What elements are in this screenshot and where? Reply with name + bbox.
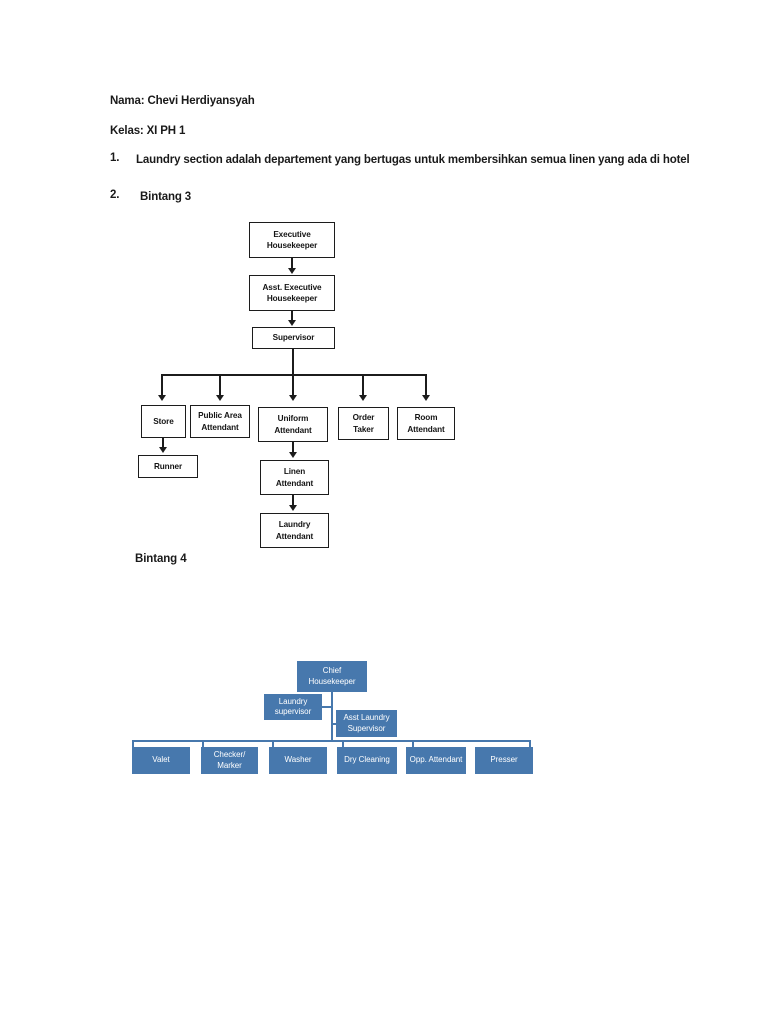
node-label-line-2: Attendant xyxy=(428,755,463,765)
node-label-line-2: Taker xyxy=(353,424,374,434)
node-store: Store xyxy=(141,405,186,438)
node-washer: Washer xyxy=(269,747,327,774)
class-line: Kelas: XI PH 1 xyxy=(110,125,186,137)
list-item-text: Laundry section adalah departement yang … xyxy=(136,154,690,166)
node-laundry-supervisor: Laundry supervisor xyxy=(264,694,322,720)
arrow-down-icon xyxy=(359,395,367,401)
node-label-line-2: Attendant xyxy=(274,425,312,435)
node-checker-marker: Checker/ Marker xyxy=(201,747,258,774)
connector xyxy=(161,374,163,398)
connector xyxy=(219,374,221,398)
node-valet: Valet xyxy=(132,747,190,774)
arrow-down-icon xyxy=(158,395,166,401)
node-label-line-2: Housekeeper xyxy=(308,676,356,686)
node-label-line-1: Supervisor xyxy=(272,333,315,343)
node-label-line-2: supervisor xyxy=(274,707,312,716)
connector xyxy=(529,740,531,748)
connector xyxy=(292,349,294,375)
node-label-line-1: Valet xyxy=(152,755,170,765)
node-label-line-1: Linen xyxy=(283,467,306,476)
node-label-line-1: Public Area xyxy=(198,411,242,420)
node-laundry-attendant: Laundry Attendant xyxy=(260,513,329,548)
node-label-line-1: Order xyxy=(352,413,375,422)
node-supervisor: Supervisor xyxy=(252,327,335,349)
connector xyxy=(362,374,364,398)
list-item-number: 1. xyxy=(110,152,120,164)
node-asst-laundry-supervisor: Asst Laundry Supervisor xyxy=(336,710,397,737)
node-label-line-1: Checker/ xyxy=(213,750,246,759)
list-item: 2. Bintang 3 xyxy=(110,189,410,205)
arrow-down-icon xyxy=(422,395,430,401)
arrow-down-icon xyxy=(289,505,297,511)
connector-bus xyxy=(161,374,427,376)
node-label-line-1: Asst Laundry xyxy=(343,713,390,722)
node-label-line-2: Supervisor xyxy=(347,723,386,733)
arrow-down-icon xyxy=(289,395,297,401)
node-public-area-attendant: Public Area Attendant xyxy=(190,405,250,438)
list-item: 1. Laundry section adalah departement ya… xyxy=(110,152,690,168)
node-label-line-1: Store xyxy=(153,416,174,426)
list-item-text: Bintang 3 xyxy=(140,191,192,203)
node-label-line-2: Attendant xyxy=(201,422,239,432)
node-label-line-2: Attendant xyxy=(407,424,445,434)
node-label-line-1: Room xyxy=(414,413,438,422)
node-room-attendant: Room Attendant xyxy=(397,407,455,440)
connector xyxy=(331,723,339,725)
node-dry-cleaning: Dry Cleaning xyxy=(337,747,397,774)
node-opp-attendant: Opp. Attendant xyxy=(406,747,466,774)
node-label-line-2: Attendant xyxy=(275,478,314,488)
node-order-taker: Order Taker xyxy=(338,407,389,440)
arrow-down-icon xyxy=(159,447,167,453)
student-name-line: Nama: Chevi Herdiyansyah xyxy=(110,95,255,107)
section-label-bintang-4: Bintang 4 xyxy=(135,553,187,565)
node-label-line-1: Washer xyxy=(284,755,312,765)
arrow-down-icon xyxy=(216,395,224,401)
connector xyxy=(292,374,294,398)
connector xyxy=(322,706,332,708)
connector xyxy=(291,311,293,324)
node-chief-housekeeper: Chief Housekeeper xyxy=(297,661,367,692)
node-label-line-1: Laundry xyxy=(278,696,308,706)
connector xyxy=(272,740,274,748)
node-linen-attendant: Linen Attendant xyxy=(260,460,329,495)
node-runner: Runner xyxy=(138,455,198,478)
connector xyxy=(292,495,294,509)
node-uniform-attendant: Uniform Attendant xyxy=(258,407,328,442)
node-label-line-1: Uniform xyxy=(277,414,309,423)
node-label-line-1: Executive xyxy=(273,229,311,239)
connector-spine xyxy=(331,692,333,742)
node-label-line-2: Marker xyxy=(217,760,242,770)
node-label-line-2: Housekeeper xyxy=(266,294,318,303)
node-label-line-1: Opp. xyxy=(409,755,427,765)
connector xyxy=(291,258,293,272)
node-presser: Presser xyxy=(475,747,533,774)
node-executive-housekeeper: Executive Housekeeper xyxy=(249,222,335,258)
arrow-down-icon xyxy=(288,320,296,326)
connector xyxy=(162,438,164,450)
connector xyxy=(202,740,204,748)
list-item-number: 2. xyxy=(110,189,120,201)
node-label-line-1: Presser xyxy=(490,755,518,765)
connector xyxy=(342,740,344,748)
node-asst-executive-housekeeper: Asst. Executive Housekeeper xyxy=(249,275,335,311)
connector-bus xyxy=(132,740,531,742)
node-label-line-1: Asst. Executive xyxy=(262,282,322,292)
node-label-line-1: Chief xyxy=(322,666,342,675)
node-label-line-1: Dry Cleaning xyxy=(344,755,390,765)
connector xyxy=(412,740,414,748)
node-label-line-1: Runner xyxy=(153,461,183,471)
arrow-down-icon xyxy=(288,268,296,274)
node-label-line-2: Housekeeper xyxy=(266,241,318,250)
connector xyxy=(425,374,427,398)
arrow-down-icon xyxy=(289,452,297,458)
node-label-line-2: Attendant xyxy=(275,531,314,541)
connector xyxy=(132,740,134,748)
connector xyxy=(292,442,294,456)
node-label-line-1: Laundry xyxy=(278,520,311,529)
